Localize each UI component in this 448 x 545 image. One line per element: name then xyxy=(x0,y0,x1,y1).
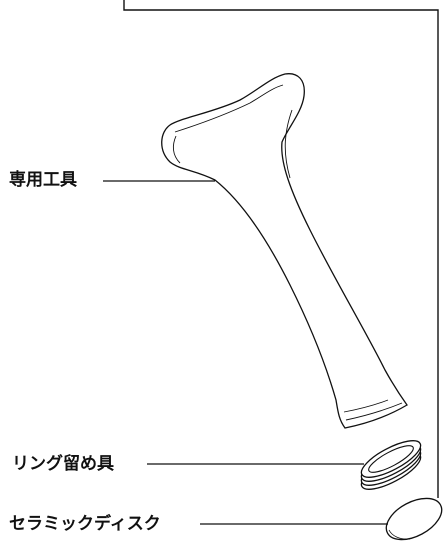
label-ceramic-disc: セラミックディスク xyxy=(9,514,161,534)
label-special-tool: 専用工具 xyxy=(9,170,77,190)
ring-holder-shape xyxy=(360,440,422,490)
ceramic-disc-shape xyxy=(385,497,443,541)
label-ring-holder: リング留め具 xyxy=(12,454,114,474)
frame-line xyxy=(123,0,439,498)
special-tool-shape xyxy=(161,73,408,429)
